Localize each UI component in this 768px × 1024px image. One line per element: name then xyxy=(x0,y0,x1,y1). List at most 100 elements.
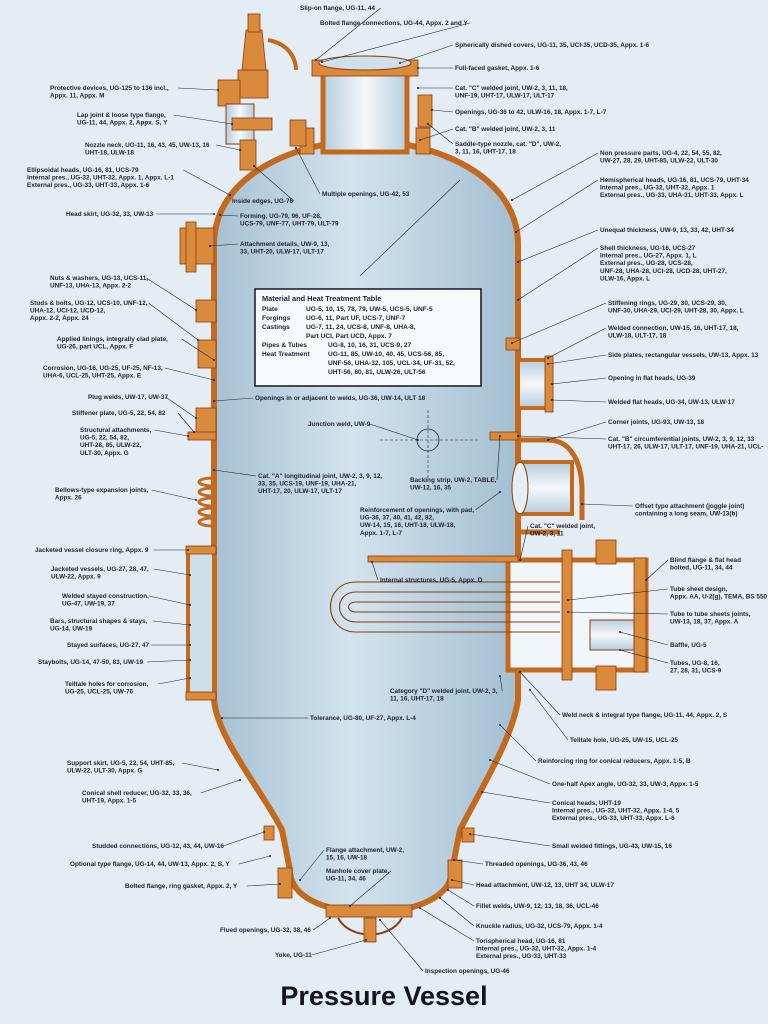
leader-line xyxy=(182,762,219,771)
leader-dot xyxy=(511,342,513,344)
leader-line xyxy=(177,87,219,91)
label-flued-openings: Flued openings, UG-32, 38, 46 xyxy=(220,927,311,934)
leader-dot xyxy=(567,611,569,613)
label-reinforcing-conical: Reinforcing ring for conical reducers, A… xyxy=(538,758,691,765)
label-shell-thickness: Internal pres., UG-27, Appx. 1, L xyxy=(600,253,696,260)
label-telltale-hole: Telltale hole, UG-25, UW-15, UCL-25 xyxy=(570,737,679,744)
leader-dot xyxy=(499,724,501,726)
table-row-label: Castings xyxy=(262,324,290,331)
saddle-nozzle xyxy=(417,94,433,128)
jacket xyxy=(185,545,217,701)
leader-dot xyxy=(193,431,195,433)
label-reinforcing-openings: UG-36, 37, 40, 41, 42, 82, xyxy=(360,515,434,522)
leader-dot xyxy=(221,717,223,719)
label-stiffener-plate: Stiffener plate, UG-5, 22, 54, 82 xyxy=(72,410,166,417)
leader-line xyxy=(517,435,607,440)
tube-bundle xyxy=(330,431,649,691)
leader-line xyxy=(219,214,239,217)
leader-dot xyxy=(189,604,191,606)
leader-line xyxy=(469,833,551,847)
leader-dot xyxy=(217,769,219,771)
leader-dot xyxy=(213,400,215,402)
leader-dot xyxy=(295,147,297,149)
label-structural-attachments: ULT-30, Appx. G xyxy=(80,450,129,457)
label-nuts-washers: UNF-13, UHA-13, Appx. 2-2 xyxy=(50,283,132,290)
table-row-value: UNF-56, UHA-32, 105, UCL-34, UF-31, 52, xyxy=(328,360,455,367)
label-yoke: Yoke, UG-11 xyxy=(275,952,312,959)
leader-dot xyxy=(515,231,517,233)
leader-dot xyxy=(263,831,265,833)
label-hemispherical-heads: External pres., UG-33, UHA-31, UHT-33, A… xyxy=(600,192,744,199)
label-protective-devices: Protective devices, UG-125 to 136 incl., xyxy=(50,85,169,92)
leader-line xyxy=(152,620,191,626)
leader-dot xyxy=(189,574,191,576)
leader-line xyxy=(173,114,233,125)
label-conical-shell-reducer: Conical shell reducer, UG-32, 33, 36, xyxy=(82,790,192,797)
leader-line xyxy=(567,611,669,615)
label-ellipsoidal-heads: External pres., UG-33, UHT-33, Appx. 1-6 xyxy=(27,182,150,189)
label-small-welded-fittings: Small welded fittings, UG-43, UW-15, 16 xyxy=(552,843,672,850)
label-unequal-thickness: Unequal thickness, UW-9, 13, 33, 42, UHT… xyxy=(600,227,734,234)
leader-dot xyxy=(547,363,549,365)
label-openings-top: Openings, UG-36 to 42, ULW-16, 18, Appx.… xyxy=(455,109,607,116)
relief-valve xyxy=(217,13,307,171)
label-lap-joint-flange: Lap joint & loose type flange, xyxy=(77,112,166,119)
leader-line xyxy=(481,791,551,804)
leader-dot xyxy=(195,309,197,311)
leader-dot xyxy=(417,87,419,89)
label-nozzle-neck: UHT-18, ULW-18 xyxy=(85,150,134,157)
label-support-skirt: ULW-22, ULT-30, Appx. G xyxy=(67,768,143,775)
label-reinforcing-openings: Appx. 1-7, L-7 xyxy=(360,530,402,537)
leader-line xyxy=(148,302,199,341)
leader-dot xyxy=(547,439,549,441)
leader-line xyxy=(315,7,381,61)
label-bars-structural: UG-14, UW-19 xyxy=(50,626,93,633)
leader-line xyxy=(511,302,607,344)
leader-dot xyxy=(517,261,519,263)
label-category-d: 11, 16, UHT-17, 18 xyxy=(390,696,444,703)
label-nuts-washers: Nuts & washers, UG-13, UCS-11, xyxy=(50,275,148,282)
label-forming: UCS-79, UNF-77, UHT-79, ULT-79 xyxy=(240,221,339,228)
label-cat-c-welded-joint-mid: Cat. "C" welded joint, xyxy=(530,523,595,530)
leader-dot xyxy=(213,379,215,381)
leader-dot xyxy=(519,671,521,673)
leader-line xyxy=(489,759,551,785)
label-backing-strip: Backing strip, UW-2, TABLE, xyxy=(410,477,497,484)
leader-dot xyxy=(417,67,419,69)
leader-line xyxy=(517,229,599,263)
label-conical-heads: Internal pres., UG-32, UHT-32, Appx. 1-4… xyxy=(552,808,680,815)
leader-line xyxy=(451,879,475,886)
leader-dot xyxy=(213,469,215,471)
leader-dot xyxy=(213,359,215,361)
label-cat-a-longitudinal: UHT-17, 20, ULW-17, ULT-17 xyxy=(258,488,342,495)
leader-dot xyxy=(489,759,491,761)
leader-dot xyxy=(451,879,453,881)
leader-dot xyxy=(439,897,441,899)
label-jacketed-vessels: Jacketed vessels, UG-27, 28, 47, xyxy=(51,566,149,573)
label-internal-structures: Internal structures, UG-5, Appx. D xyxy=(380,577,483,584)
leader-dot xyxy=(209,245,211,247)
label-forming: Forming, UG-79, 96, UF-28, xyxy=(240,213,322,220)
leader-line xyxy=(164,367,215,381)
leader-dot xyxy=(511,199,513,201)
label-telltale-holes-corrosion: UG-25, UCL-25, UW-76 xyxy=(65,689,133,696)
table-row-value: UG-11, 85, UW-10, 40, 45, UCS-56, 85, xyxy=(328,351,444,358)
label-bars-structural: Bars, structural shapes & stays, xyxy=(50,618,148,625)
label-full-faced-gasket: Full-faced gasket, Appx. 1-6 xyxy=(455,65,540,72)
leader-dot xyxy=(229,194,231,196)
leader-line xyxy=(213,397,254,402)
diagram-title: Pressure Vessel xyxy=(280,981,488,1011)
leader-dot xyxy=(427,123,429,125)
leader-line xyxy=(253,165,295,202)
label-blind-flange: bolted, UG-11, 34, 44 xyxy=(670,565,733,572)
label-tolerance-lower: Tolerance, UG-80, UF-27, Appx. L-4 xyxy=(310,715,416,722)
label-threaded-openings: Threaded openings, UG-36, 43, 46 xyxy=(485,861,588,868)
label-flange-attachment: 15, 16, UW-18 xyxy=(326,855,368,862)
leader-line xyxy=(399,44,454,64)
leader-dot xyxy=(379,919,381,921)
leader-dot xyxy=(447,889,449,891)
label-cat-b-welded-joint-top: Cat. "B" welded joint, UW-2, 3, 11 xyxy=(455,126,556,133)
leader-line xyxy=(551,399,607,403)
